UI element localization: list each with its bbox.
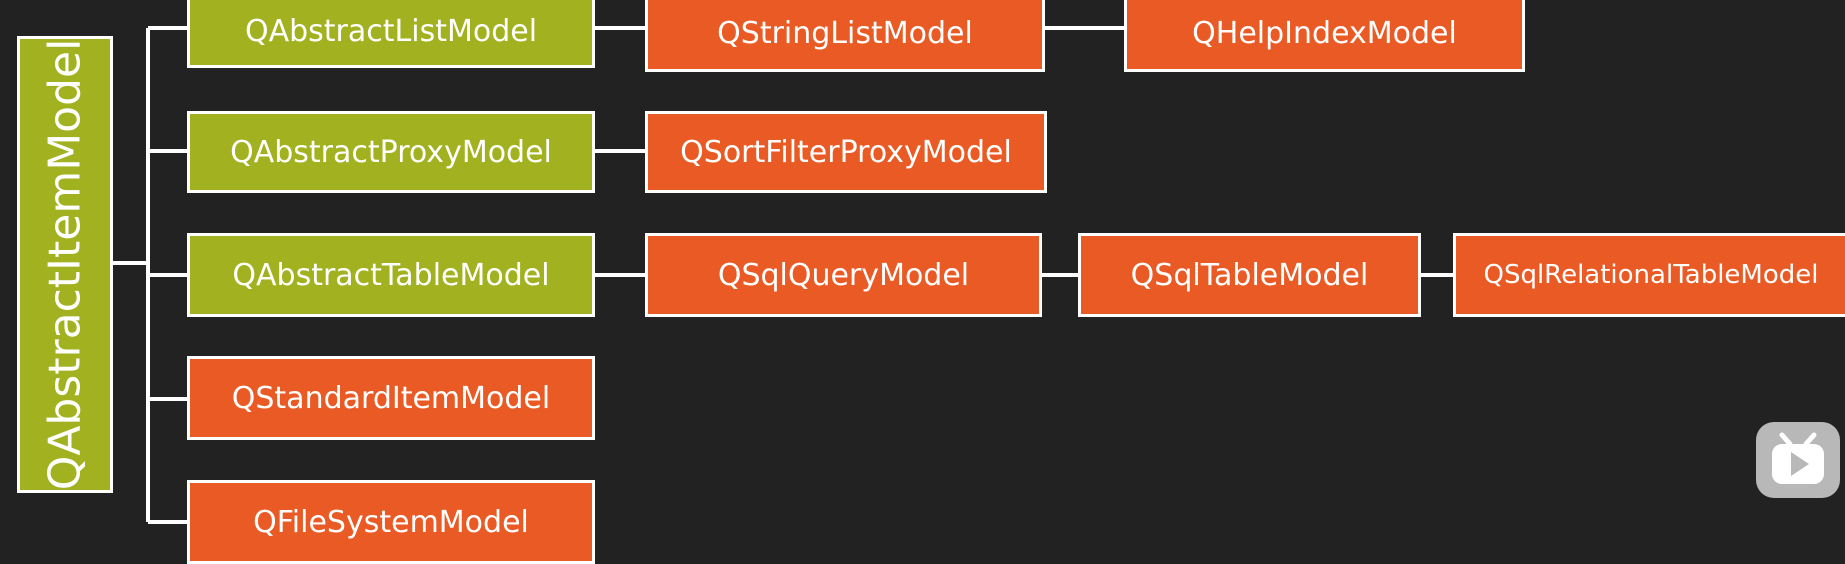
class-label: QAbstractTableModel bbox=[232, 257, 550, 293]
class-label: QAbstractProxyModel bbox=[230, 134, 552, 170]
class-box-abstract-table-model: QAbstractTableModel bbox=[187, 233, 595, 317]
class-label: QStandardItemModel bbox=[231, 380, 551, 416]
play-icon bbox=[1772, 432, 1824, 484]
root-class-label: QAbstractItemModel bbox=[39, 38, 91, 491]
class-label: QAbstractListModel bbox=[244, 13, 538, 49]
root-class-box: QAbstractItemModel bbox=[17, 36, 113, 493]
class-label: QSqlTableModel bbox=[1130, 257, 1369, 293]
class-label: QSqlQueryModel bbox=[717, 257, 970, 293]
class-box-help-index-model: QHelpIndexModel bbox=[1124, 0, 1525, 72]
class-label: QHelpIndexModel bbox=[1192, 15, 1457, 51]
class-box-file-system-model: QFileSystemModel bbox=[187, 480, 595, 564]
class-box-abstract-proxy-model: QAbstractProxyModel bbox=[187, 111, 595, 193]
class-label: QSortFilterProxyModel bbox=[680, 134, 1012, 170]
class-box-abstract-list-model: QAbstractListModel bbox=[187, 0, 595, 68]
class-box-sort-filter-proxy-model: QSortFilterProxyModel bbox=[645, 111, 1047, 193]
class-label: QSqlRelationalTableModel bbox=[1483, 260, 1819, 290]
class-label: QStringListModel bbox=[717, 15, 973, 51]
class-box-sql-table-model: QSqlTableModel bbox=[1078, 233, 1421, 317]
class-box-string-list-model: QStringListModel bbox=[645, 0, 1045, 72]
class-box-standard-item-model: QStandardItemModel bbox=[187, 356, 595, 440]
class-box-sql-relational-table-model: QSqlRelationalTableModel bbox=[1453, 233, 1845, 317]
class-label: QFileSystemModel bbox=[253, 504, 529, 540]
class-box-sql-query-model: QSqlQueryModel bbox=[645, 233, 1042, 317]
bilibili-play-icon bbox=[1756, 422, 1840, 498]
